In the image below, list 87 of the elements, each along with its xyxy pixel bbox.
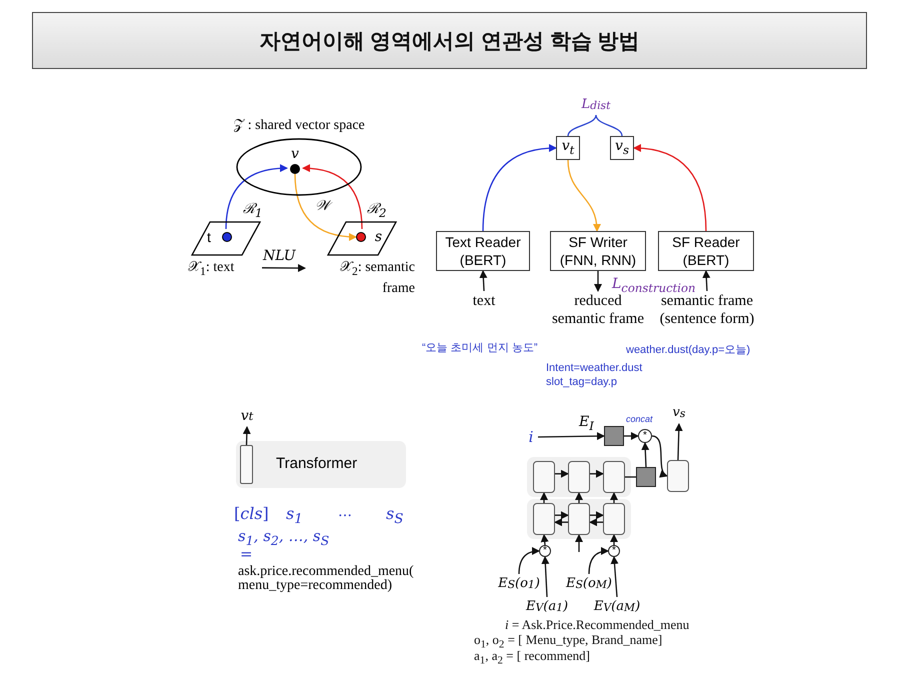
plane-label: 𝒳$_{2}$: semantic frame — [339, 259, 415, 297]
arrow — [540, 492, 548, 503]
operator-symbol: * — [543, 546, 547, 556]
box-label: SF Writer (FNN, RNN) — [558, 233, 638, 269]
operator-symbol: * — [643, 431, 647, 441]
node-text: i — [524, 427, 538, 447]
arrow — [590, 511, 604, 520]
rnn-cell — [603, 461, 625, 493]
rnn-cell — [667, 460, 689, 492]
arrow — [555, 511, 569, 520]
arrow — [610, 534, 618, 545]
arrow — [518, 547, 540, 574]
projection-square — [636, 467, 656, 487]
arrow — [225, 164, 288, 230]
arrow — [575, 492, 583, 503]
arrow — [482, 144, 557, 232]
arrow — [538, 432, 605, 440]
arrow — [555, 470, 569, 478]
arrow — [262, 264, 306, 272]
projection-square — [604, 426, 624, 446]
arrow — [302, 164, 363, 230]
arrow — [610, 492, 618, 503]
title: 자연어이해 영역에서의 연관성 학습 방법 — [259, 28, 640, 54]
token-label: s$_{S}$ — [386, 504, 404, 528]
equals-sign: = — [240, 545, 253, 563]
arrow — [674, 423, 683, 460]
operator-symbol: * — [612, 546, 616, 556]
arrow — [575, 534, 583, 552]
example-text: slot_tag=day.p — [546, 376, 618, 388]
rnn-cell — [603, 503, 625, 535]
arrow — [540, 534, 549, 546]
token-label: [cls] — [234, 504, 269, 523]
arrow — [610, 556, 618, 598]
box-label: v$_{s}$ — [615, 137, 629, 159]
layer-label: Transformer — [276, 455, 358, 472]
operator-circle — [539, 545, 551, 557]
arrow — [479, 270, 488, 292]
arrow — [590, 470, 604, 478]
arrow — [567, 160, 600, 232]
process-box — [436, 231, 530, 271]
layer-band — [236, 441, 406, 488]
layer-band — [527, 499, 631, 539]
node-text: text — [464, 291, 504, 311]
token-sequence: s$_{1}$, s$_{2}$, …, s$_{S}$ — [238, 527, 330, 548]
vector-cell — [240, 445, 253, 484]
process-box — [556, 136, 580, 160]
arrow — [589, 518, 603, 526]
point-label: t — [207, 229, 211, 245]
example-text: “오늘 초미세 먼지 농도” — [422, 341, 538, 355]
arrow — [294, 174, 357, 241]
arrow — [624, 432, 639, 440]
box-label: v$_{t}$ — [562, 137, 574, 159]
example-text: Intent=weather.dust — [546, 362, 642, 374]
operator-caption: concat — [626, 414, 653, 424]
arrow — [554, 518, 568, 526]
definition-text: i = Ask.Price.Recommended_menu — [505, 617, 690, 633]
arrow — [541, 556, 550, 598]
point-label: v — [290, 146, 300, 162]
arrow — [242, 426, 251, 446]
arrow — [594, 271, 602, 292]
operator-circle — [638, 429, 652, 443]
heading: 𝒵 : shared vector space — [232, 118, 366, 134]
layer-band — [527, 457, 631, 497]
semantic-frame-text: ask.price.recommended_menu( menu_type=recommended) — [238, 565, 415, 593]
rnn-cell — [533, 503, 555, 535]
arrow — [641, 442, 650, 468]
process-box — [550, 231, 646, 271]
rnn-cell — [533, 461, 555, 493]
definition-text: o$_{1}$, o$_{2}$ = [ Menu_type, Brand_name] — [474, 632, 662, 651]
plane-label: 𝒳$_{1}$: text — [188, 259, 236, 280]
point-label: s — [374, 229, 382, 245]
edge-label: E$_{I}$ — [578, 414, 595, 433]
definition-text: a$_{1}$, a$_{2}$ = [ recommend] — [474, 648, 590, 667]
box-label: Text Reader (BERT) — [444, 233, 522, 269]
arrow — [588, 547, 609, 574]
process-box — [658, 231, 754, 271]
example-text: weather.dust(day.p=오늘) — [626, 343, 750, 357]
process-box — [610, 136, 634, 160]
token-label: s$_{1}$ — [286, 504, 303, 528]
rnn-cell — [568, 503, 590, 535]
rnn-cell — [568, 461, 590, 493]
operator-circle — [608, 545, 620, 557]
box-label: SF Reader (BERT) — [671, 233, 741, 269]
arrow — [652, 435, 668, 477]
arrow — [633, 144, 707, 232]
arrow — [702, 270, 710, 292]
token-label: … — [338, 504, 352, 520]
